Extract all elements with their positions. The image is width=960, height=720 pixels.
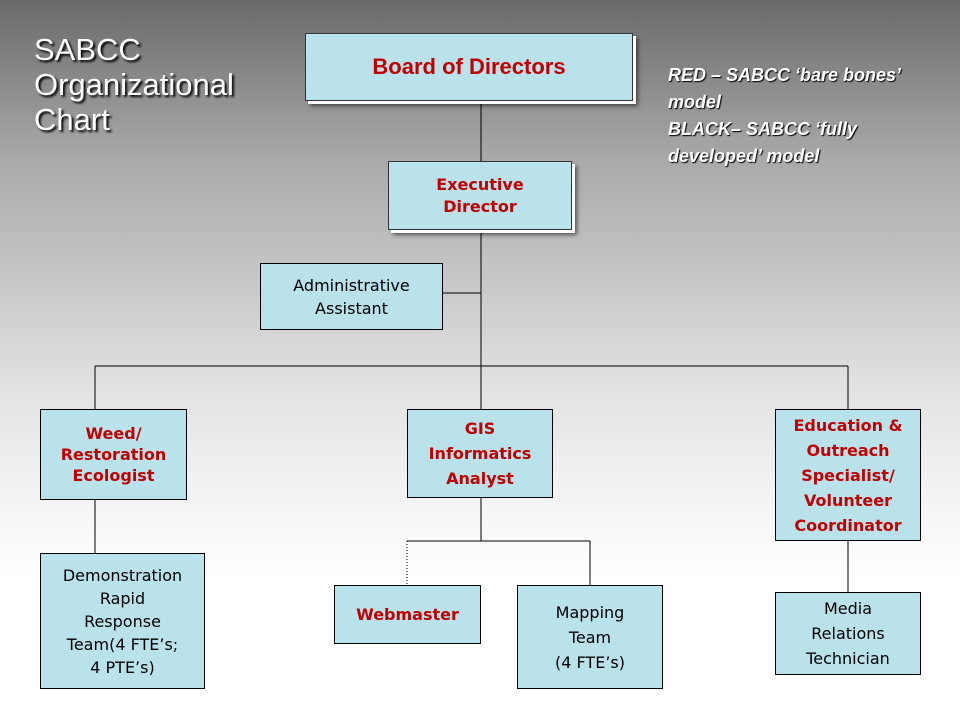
node-label: Webmaster: [356, 605, 459, 624]
node-label: Board of Directors: [372, 54, 566, 79]
legend: RED – SABCC ‘bare bones’ model BLACK– SA…: [668, 62, 938, 170]
chart-title: SABCC Organizational Chart: [34, 32, 234, 137]
node-administrative-assistant: Administrative Assistant: [260, 263, 443, 330]
node-board-of-directors: Board of Directors: [305, 33, 633, 101]
node-label: Weed/ Restoration Ecologist: [60, 424, 167, 485]
node-executive-director: Executive Director: [388, 161, 572, 230]
node-weed-restoration-ecologist: Weed/ Restoration Ecologist: [40, 409, 187, 500]
node-demonstration-team: Demonstration Rapid Response Team(4 FTE’…: [40, 553, 205, 689]
node-label: Executive Director: [436, 174, 524, 216]
legend-black-model: BLACK– SABCC ‘fully developed’ model: [668, 119, 858, 166]
node-label: Education & Outreach Specialist/ Volunte…: [793, 415, 903, 535]
node-education-outreach-specialist: Education & Outreach Specialist/ Volunte…: [775, 409, 921, 541]
node-label: Administrative Assistant: [293, 275, 410, 318]
node-gis-informatics-analyst: GIS Informatics Analyst: [407, 409, 553, 498]
node-label: Mapping Team (4 FTE’s): [555, 602, 625, 672]
node-label: Demonstration Rapid Response Team(4 FTE’…: [62, 565, 183, 677]
node-mapping-team: Mapping Team (4 FTE’s): [517, 585, 663, 689]
node-label: GIS Informatics Analyst: [428, 419, 532, 488]
legend-red-model: RED – SABCC ‘bare bones’ model: [668, 65, 901, 112]
node-label: Media Relations Technician: [806, 599, 890, 668]
node-media-relations-technician: Media Relations Technician: [775, 592, 921, 675]
node-webmaster: Webmaster: [334, 585, 481, 644]
